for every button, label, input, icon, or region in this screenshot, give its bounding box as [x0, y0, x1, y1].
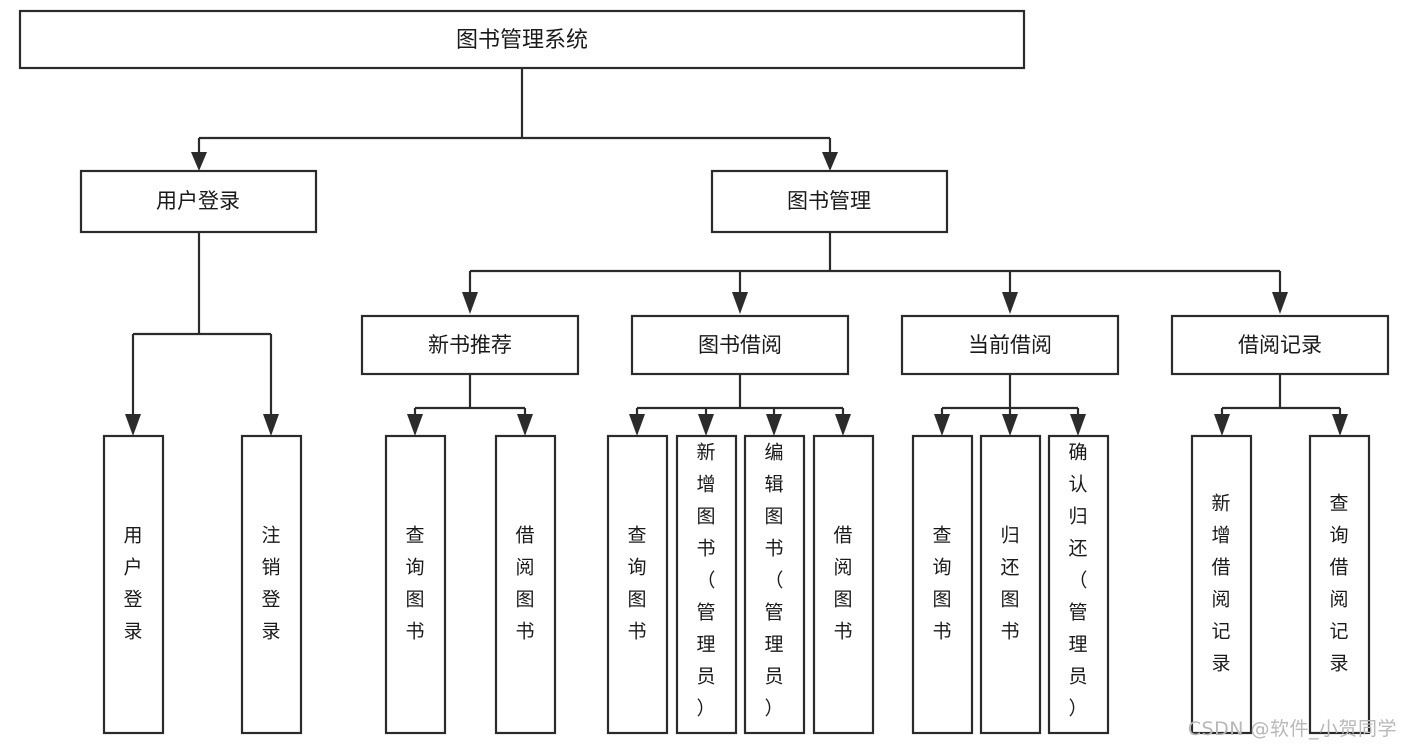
leaf-cb-confirm-return-box[interactable] [1047, 434, 1110, 735]
arrow-to-book-manage [822, 152, 838, 171]
node-user-login-label: 用户登录 [156, 189, 240, 213]
connector-root-to-level2 [197, 68, 832, 157]
node-new-book-rec-label: 新书推荐 [428, 333, 512, 357]
leaf-cb-confirm-return-label: 确认归还（管理员） [1068, 442, 1087, 720]
arrow-to-br-query-record [1332, 414, 1348, 436]
leaf-rec-borrow-book-label: 借阅图书 [515, 525, 534, 643]
node-current-borrow-box[interactable] [900, 314, 1120, 376]
arrow-to-bb-query-book [629, 414, 645, 436]
leaf-bb-add-book-label: 新增图书（管理员） [696, 442, 715, 720]
node-root-label: 图书管理系统 [456, 28, 588, 53]
arrow-to-bb-edit-book [766, 414, 782, 436]
leaf-br-query-record[interactable]: 查询借阅记录 [1308, 434, 1371, 735]
leaf-bb-add-book[interactable]: 新增图书（管理员） [675, 434, 738, 735]
arrow-to-logout-user [263, 414, 279, 436]
leaf-cb-confirm-return[interactable]: 确认归还（管理员） [1047, 434, 1110, 735]
leaf-bb-edit-book-label: 编辑图书（管理员） [764, 442, 783, 720]
leaf-bb-borrow-book-label: 借阅图书 [833, 525, 852, 643]
arrow-to-borrow-record [1272, 292, 1288, 314]
connector-borrowrecord-to-leaves [1220, 374, 1342, 420]
leaf-bb-borrow-book-box[interactable] [812, 434, 875, 735]
leaf-rec-query-book[interactable]: 查询图书 [384, 434, 447, 735]
arrow-to-cb-query-book [934, 414, 950, 436]
leaf-cb-query-book-label: 查询图书 [932, 525, 951, 643]
leaf-logout-user[interactable]: 注销登录 [240, 434, 303, 735]
csdn-watermark: CSDN @软件_小贺同学 [1187, 718, 1397, 740]
leaf-cb-return-book-label: 归还图书 [1000, 525, 1019, 643]
node-current-borrow-label: 当前借阅 [968, 333, 1052, 357]
leaf-bb-query-book-box[interactable] [606, 434, 669, 735]
leaf-bb-query-book-label: 查询图书 [627, 525, 646, 643]
leaf-br-add-record-box[interactable] [1190, 434, 1253, 735]
arrow-to-new-book-rec [462, 292, 478, 314]
node-new-book-rec[interactable]: 新书推荐 [360, 314, 580, 376]
arrow-to-br-add-record [1214, 414, 1230, 436]
arrow-to-rec-query-book [407, 414, 423, 436]
leaf-logout-user-label: 注销登录 [261, 525, 280, 643]
leaf-login-user-box[interactable] [102, 434, 165, 735]
connector-newbookrec-to-leaves [413, 374, 527, 420]
arrow-to-cb-confirm-return [1070, 414, 1086, 436]
leaf-cb-query-book-box[interactable] [911, 434, 974, 735]
node-book-manage-box[interactable] [710, 169, 949, 234]
node-root-box[interactable] [18, 9, 1026, 70]
node-book-manage[interactable]: 图书管理 [710, 169, 949, 234]
leaf-br-query-record-label: 查询借阅记录 [1329, 493, 1348, 675]
leaf-br-add-record-label: 新增借阅记录 [1211, 493, 1230, 675]
arrow-to-user-login [191, 152, 207, 171]
node-user-login[interactable]: 用户登录 [79, 169, 318, 234]
node-borrow-record[interactable]: 借阅记录 [1170, 314, 1390, 376]
connector-currentborrow-to-leaves [940, 374, 1080, 420]
leaf-rec-query-book-label: 查询图书 [405, 525, 424, 643]
arrow-to-current-borrow [1002, 292, 1018, 314]
leaf-bb-edit-book[interactable]: 编辑图书（管理员） [743, 434, 806, 735]
leaf-login-user[interactable]: 用户登录 [102, 434, 165, 735]
node-current-borrow[interactable]: 当前借阅 [900, 314, 1120, 376]
node-borrow-record-label: 借阅记录 [1238, 333, 1322, 357]
connector-userlogin-to-leaves [131, 232, 273, 420]
leaf-cb-return-book[interactable]: 归还图书 [979, 434, 1042, 735]
arrow-to-bb-borrow-book [835, 414, 851, 436]
leaf-bb-add-book-box[interactable] [675, 434, 738, 735]
node-book-manage-label: 图书管理 [787, 189, 871, 213]
node-user-login-box[interactable] [79, 169, 318, 234]
leaf-bb-query-book[interactable]: 查询图书 [606, 434, 669, 735]
leaf-cb-query-book[interactable]: 查询图书 [911, 434, 974, 735]
node-new-book-rec-box[interactable] [360, 314, 580, 376]
node-book-borrow-label: 图书借阅 [698, 333, 782, 357]
arrow-to-cb-return-book [1002, 414, 1018, 436]
leaf-bb-edit-book-box[interactable] [743, 434, 806, 735]
connector-bookmanage-to-level3 [468, 232, 1282, 298]
arrow-to-book-borrow [732, 292, 748, 314]
node-book-borrow[interactable]: 图书借阅 [630, 314, 850, 376]
leaf-login-user-label: 用户登录 [123, 525, 142, 643]
leaf-rec-borrow-book[interactable]: 借阅图书 [494, 434, 557, 735]
connector-bookborrow-to-leaves [635, 374, 845, 420]
arrow-to-bb-add-book [698, 414, 714, 436]
node-root[interactable]: 图书管理系统 [18, 9, 1026, 70]
leaf-cb-return-book-box[interactable] [979, 434, 1042, 735]
node-borrow-record-box[interactable] [1170, 314, 1390, 376]
node-book-borrow-box[interactable] [630, 314, 850, 376]
leaf-bb-borrow-book[interactable]: 借阅图书 [812, 434, 875, 735]
leaf-br-add-record[interactable]: 新增借阅记录 [1190, 434, 1253, 735]
arrow-to-rec-borrow-book [517, 414, 533, 436]
arrow-to-login-user [125, 414, 141, 436]
connector-layer [125, 68, 1348, 436]
leaf-logout-user-box[interactable] [240, 434, 303, 735]
leaf-rec-borrow-book-box[interactable] [494, 434, 557, 735]
leaf-rec-query-book-box[interactable] [384, 434, 447, 735]
leaf-br-query-record-box[interactable] [1308, 434, 1371, 735]
